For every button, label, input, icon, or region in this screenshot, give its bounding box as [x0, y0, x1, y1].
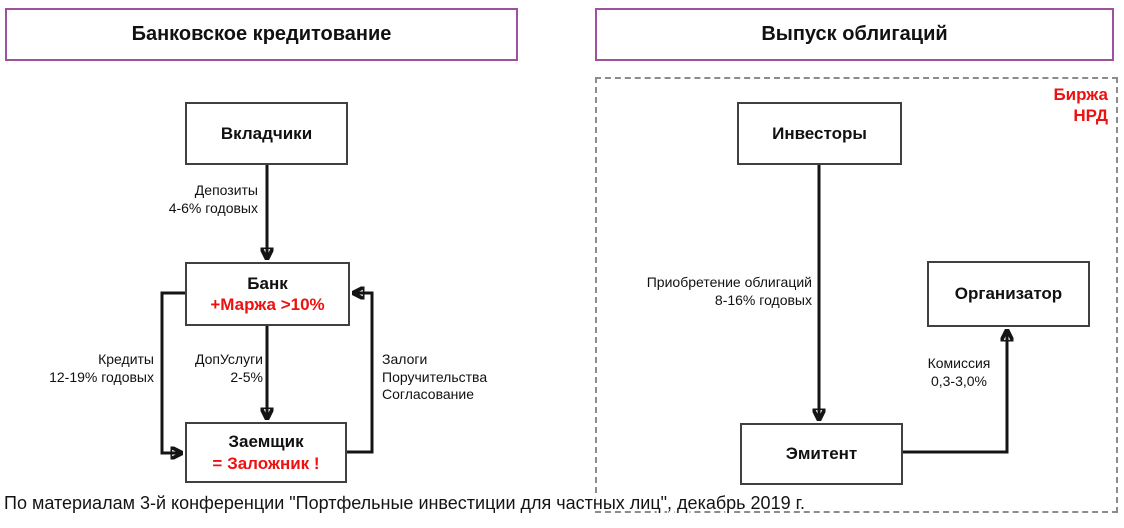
node-bank: Банк +Маржа >10%: [185, 262, 350, 326]
node-investors: Инвесторы: [737, 102, 902, 165]
edge-label-purchase-line: 8-16% годовых: [714, 291, 812, 308]
exchange-corner-label: Биржа НРД: [998, 85, 1108, 126]
node-organizer-title: Организатор: [954, 284, 1063, 304]
edge-label-commission: Комиссия 0,3-3,0%: [914, 355, 1004, 390]
edge-label-credits: Кредиты 12-19% годовых: [14, 351, 154, 386]
edge-label-credits-line: 12-19% годовых: [49, 368, 154, 385]
edge-label-deposits: Депозиты 4-6% годовых: [118, 182, 258, 217]
edge-label-collateral-line: Залоги: [382, 351, 428, 367]
node-borrower: Заемщик = Заложник !: [185, 422, 347, 483]
edge-label-collateral-line: Поручительства: [382, 368, 488, 385]
edge-label-credits-line: Кредиты: [98, 351, 154, 367]
node-organizer: Организатор: [927, 261, 1090, 327]
node-issuer: Эмитент: [740, 423, 903, 485]
edge-label-deposits-line: 4-6% годовых: [168, 199, 258, 216]
edge-label-services-line: ДопУслуги: [194, 351, 263, 367]
node-depositors: Вкладчики: [185, 102, 348, 165]
node-issuer-title: Эмитент: [785, 444, 858, 464]
exchange-dashed-container: [595, 77, 1118, 513]
node-bank-subtitle: +Маржа >10%: [210, 295, 325, 314]
edge-label-commission-line: 0,3-3,0%: [930, 372, 988, 389]
node-borrower-subtitle: = Заложник !: [212, 453, 320, 473]
edge-label-collateral: Залоги Поручительства Согласование: [382, 351, 517, 404]
section-title-bond-issue: Выпуск облигаций: [595, 8, 1114, 61]
node-depositors-title: Вкладчики: [220, 123, 313, 143]
node-borrower-title: Заемщик: [228, 432, 304, 452]
edge-label-purchase: Приобретение облигаций 8-16% годовых: [622, 274, 812, 309]
section-title-bank-lending-label: Банковское кредитование: [131, 23, 392, 45]
edge-label-commission-line: Комиссия: [927, 355, 991, 371]
section-title-bond-issue-label: Выпуск облигаций: [761, 23, 948, 45]
node-bank-title: Банк: [247, 273, 288, 293]
edge-label-deposits-line: Депозиты: [194, 182, 258, 198]
arrow-collateral: [347, 293, 374, 454]
source-caption: По материалам 3-й конференции "Портфельн…: [4, 493, 805, 513]
edge-label-services: ДопУслуги 2-5%: [163, 351, 263, 386]
edge-label-services-line: 2-5%: [230, 368, 263, 385]
node-investors-title: Инвесторы: [772, 123, 867, 143]
section-title-bank-lending: Банковское кредитование: [5, 8, 518, 61]
exchange-corner-label-line: Биржа: [1053, 85, 1108, 104]
edge-label-purchase-line: Приобретение облигаций: [646, 274, 812, 290]
edge-label-collateral-line: Согласование: [382, 386, 474, 402]
exchange-corner-label-line: НРД: [1073, 105, 1108, 125]
